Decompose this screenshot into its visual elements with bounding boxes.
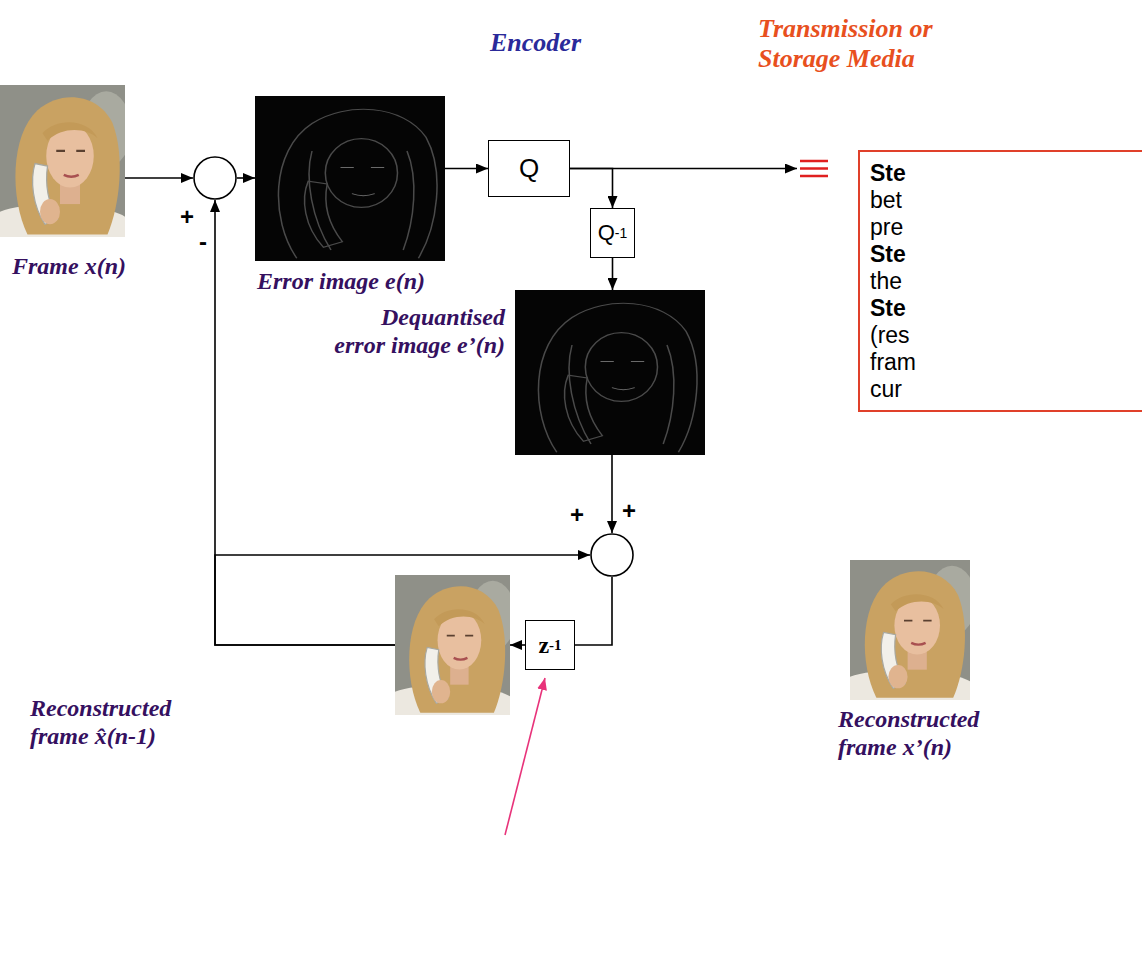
signal-arrow — [237, 177, 255, 179]
note-text: pre — [870, 214, 1142, 241]
note-text: the — [870, 268, 1142, 295]
junction-outline — [193, 156, 237, 200]
signal-arrow — [575, 577, 612, 645]
note-text: bet — [870, 187, 1142, 214]
note-text: (res — [870, 322, 1142, 349]
dequantised-image — [515, 290, 705, 455]
note-text: Ste — [870, 160, 1142, 187]
quantiser-box: Q — [488, 140, 570, 197]
steps-note: StebetpreStetheSte(resframcur — [858, 150, 1142, 412]
image-caption: Dequantised error image e’(n) — [328, 304, 505, 359]
sign-label: + — [180, 205, 194, 229]
signal-arrow — [510, 644, 525, 646]
delay-box: z-1 — [525, 620, 575, 670]
junction-circle — [591, 534, 633, 576]
summing-junction: ++ — [590, 533, 634, 577]
dequantiser-box: Q-1 — [590, 208, 635, 258]
signal-arrow — [570, 169, 613, 209]
junction-circle — [194, 157, 236, 199]
reconstructed-frame-image: Reconstructed frame x’(n) — [850, 560, 970, 700]
sign-label: - — [199, 230, 207, 254]
sign-label: + — [570, 503, 584, 527]
reconstructed-photo — [850, 560, 976, 700]
previous-frame-photo — [395, 575, 516, 715]
junction-outline — [590, 533, 634, 577]
encoder-heading: Encoder — [490, 28, 690, 58]
summing-junction: +- — [193, 156, 237, 200]
signal-arrow — [612, 258, 614, 290]
signal-arrow — [611, 455, 613, 533]
media-heading: Transmission or Storage Media — [758, 14, 978, 74]
image-caption: Reconstructed frame x̂(n-1) — [30, 695, 200, 750]
note-text: cur — [870, 376, 1142, 403]
image-caption: Reconstructed frame x’(n) — [838, 706, 1008, 761]
signal-arrow — [125, 177, 193, 179]
previous-frame-image: Reconstructed frame x̂(n-1) — [395, 575, 510, 715]
note-text: Ste — [870, 295, 1142, 322]
error-image — [255, 96, 445, 261]
frame-image: Frame x(n) — [0, 85, 125, 237]
channel-symbol — [800, 161, 828, 176]
image-caption: Frame x(n) — [12, 253, 192, 281]
sign-label: + — [622, 499, 636, 523]
box-label: z — [538, 632, 549, 659]
note-text: fram — [870, 349, 1142, 376]
dequantised-image-frame: Dequantised error image e’(n) — [515, 290, 705, 455]
box-label: Q — [598, 220, 615, 246]
frame-photo — [0, 85, 131, 237]
box-label: Q — [519, 153, 539, 184]
error-image-frame: Error image e(n) — [255, 96, 445, 261]
signal-arrow — [445, 168, 488, 170]
pointer-line — [505, 678, 545, 835]
note-text: Ste — [870, 241, 1142, 268]
image-caption: Error image e(n) — [257, 268, 477, 296]
signal-arrow — [215, 200, 395, 645]
superscript-label: -1 — [549, 637, 562, 654]
superscript-label: -1 — [615, 225, 627, 241]
